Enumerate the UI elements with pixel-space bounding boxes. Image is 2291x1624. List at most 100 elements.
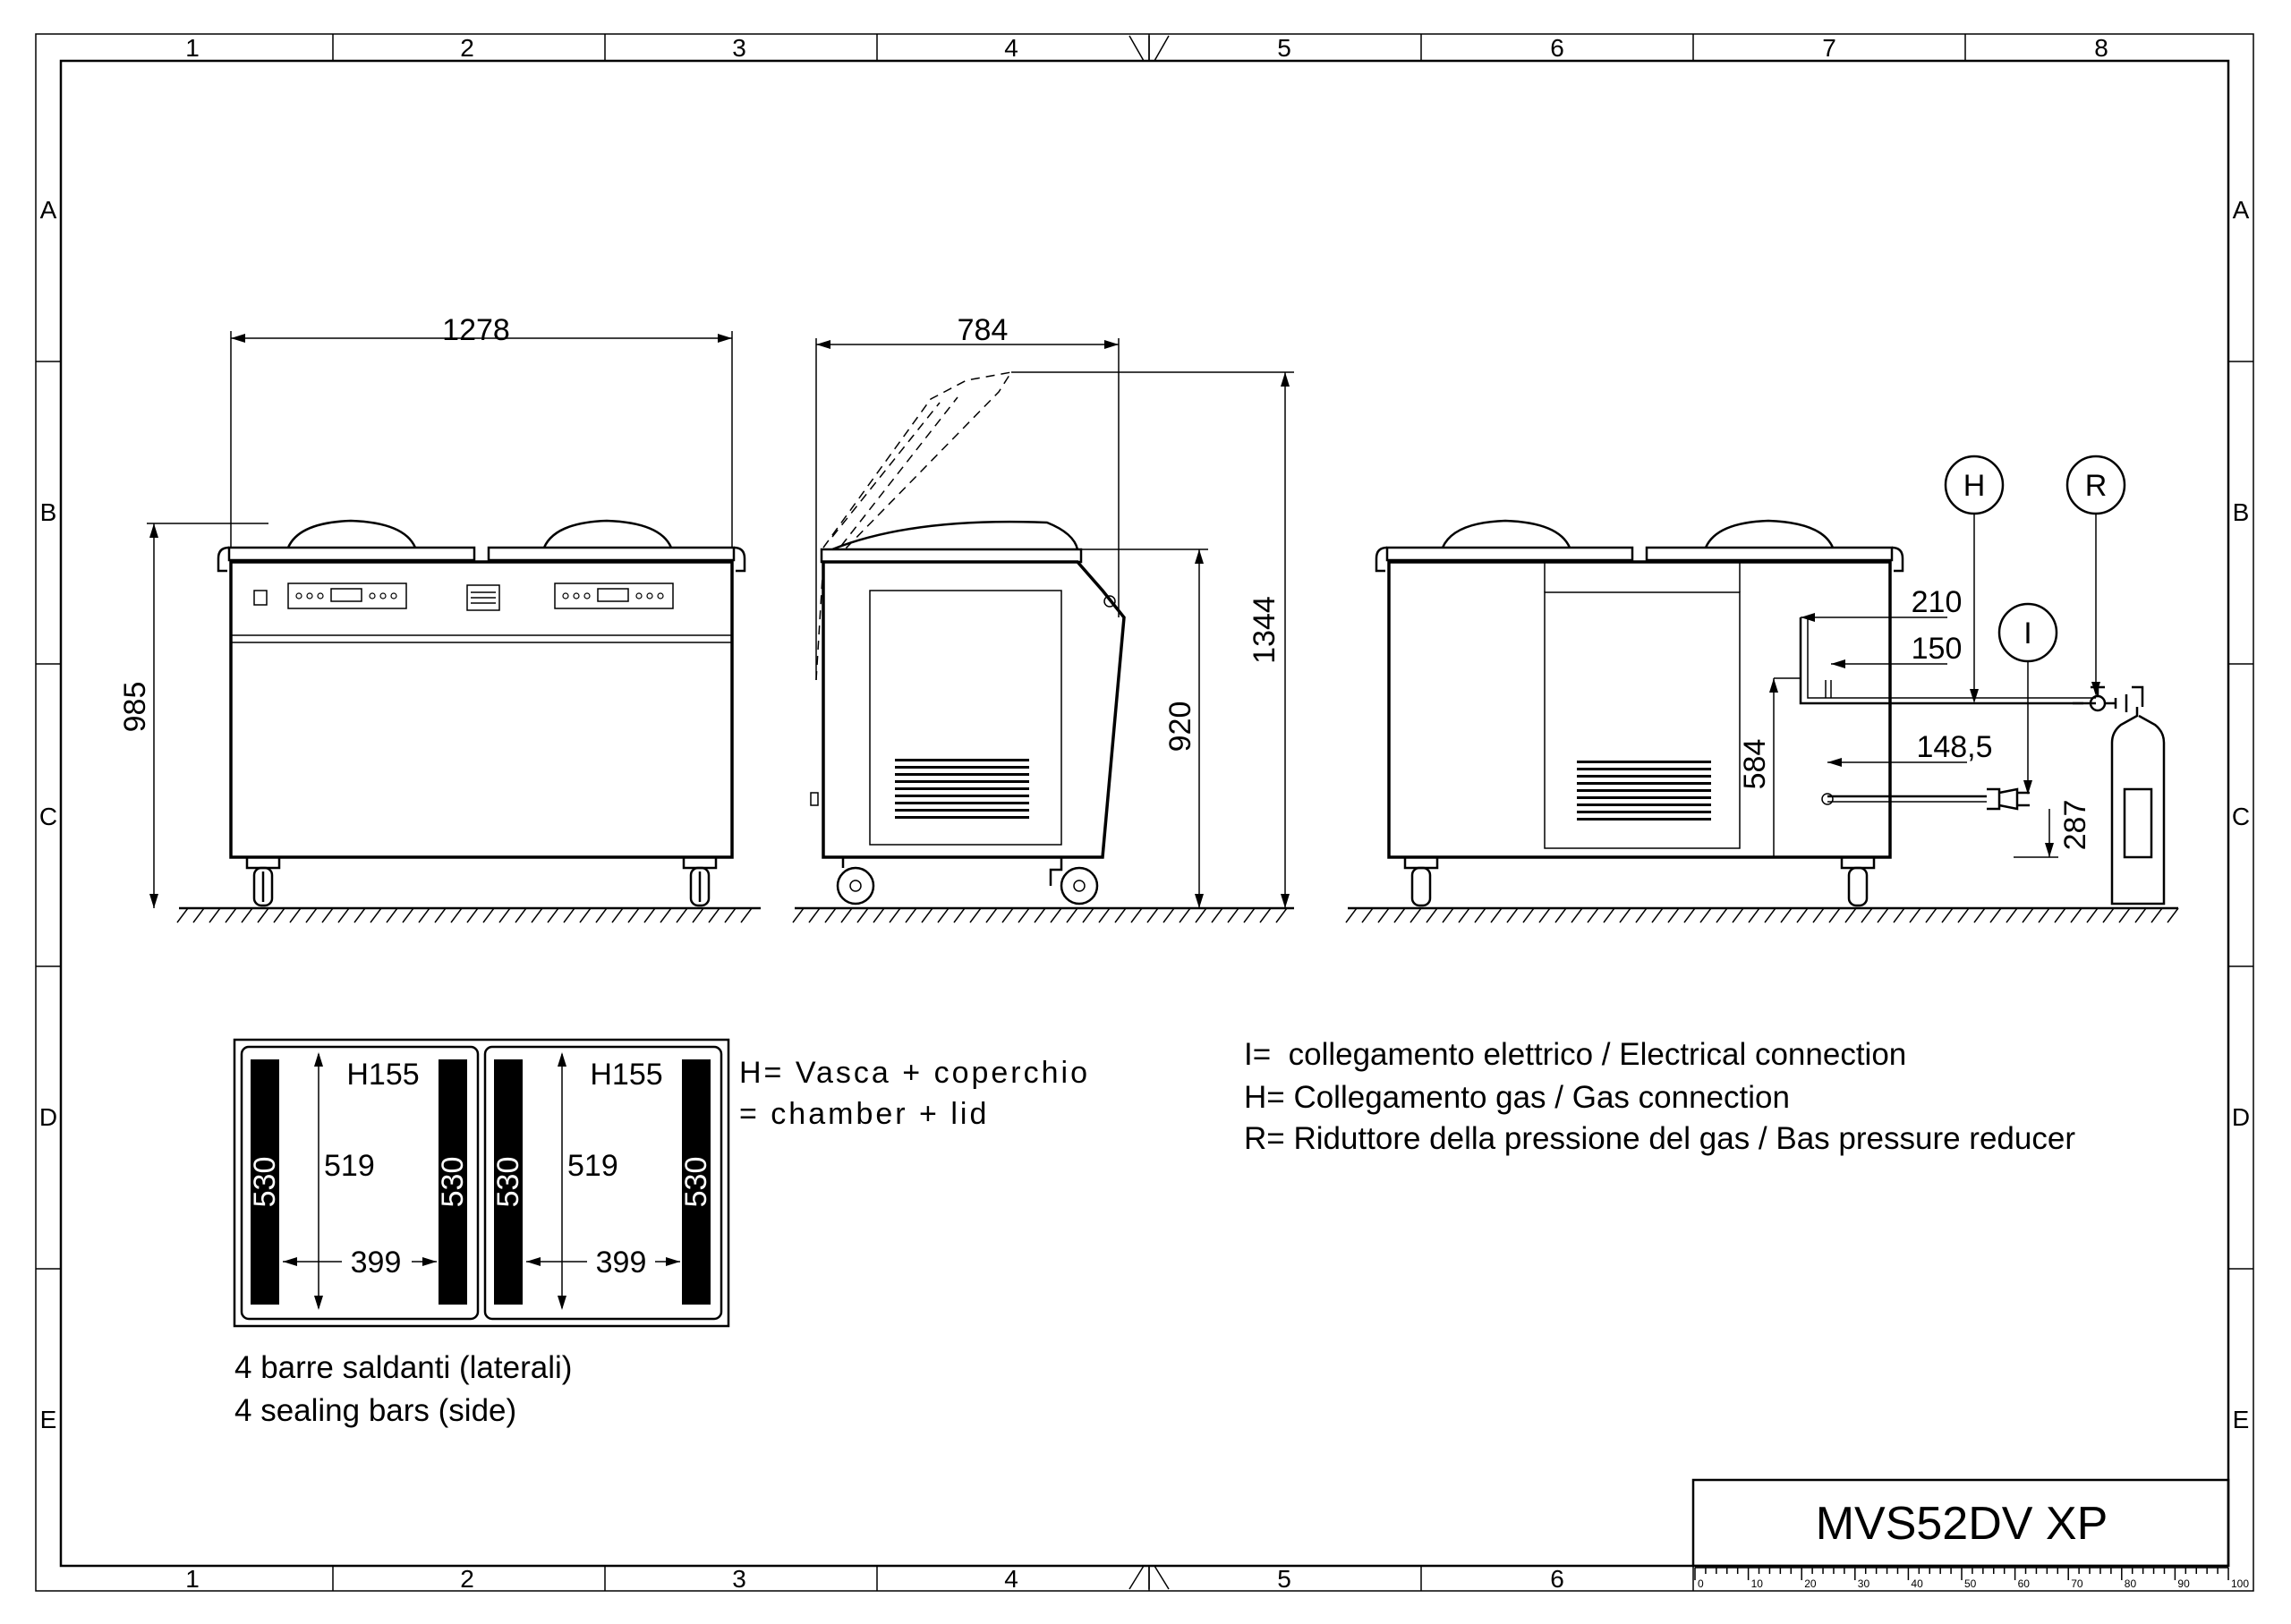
- rear-view: H R I 210 150 148,5 584: [1345, 455, 2179, 923]
- scale-label: 40: [1911, 1577, 1923, 1590]
- scale-label: 90: [2177, 1577, 2190, 1590]
- scale-label: 60: [2018, 1577, 2031, 1590]
- column-label-8: 8: [2094, 34, 2108, 62]
- dimension-side-lid-open-height: 1344: [1248, 596, 1282, 664]
- dimension-front-width: 1278: [442, 313, 510, 347]
- dimension-front-height: 985: [118, 682, 152, 733]
- chamber-width-label: 399: [596, 1246, 647, 1280]
- sealing-bar-length: 530: [679, 1157, 713, 1208]
- column-label-2-bottom: 2: [460, 1565, 474, 1593]
- side-floor-hatch: [792, 907, 1288, 923]
- column-label-6: 6: [1550, 34, 1564, 62]
- sealing-bars-caption-it: 4 barre saldanti (laterali): [234, 1350, 572, 1385]
- scale-label: 100: [2231, 1577, 2249, 1590]
- power-switch-icon: [253, 590, 268, 606]
- callout-h: H: [1944, 455, 2005, 703]
- row-label-d: D: [39, 1103, 57, 1131]
- dimension-rear-r-offset: 150: [1912, 632, 1963, 666]
- chamber-diagram: 530 530 H155 519 399 530 530 H155 519: [233, 1038, 730, 1328]
- gas-pipe: [1799, 617, 2096, 705]
- row-label-d-right: D: [2232, 1103, 2250, 1131]
- column-label-1: 1: [185, 34, 200, 62]
- chamber-length-label: 519: [567, 1149, 618, 1183]
- column-label-3-bottom: 3: [732, 1565, 746, 1593]
- column-label-5-bottom: 5: [1277, 1565, 1291, 1593]
- scale-label: 70: [2071, 1577, 2083, 1590]
- sealing-bars-caption-en: 4 sealing bars (side): [234, 1393, 516, 1428]
- svg-text:I: I: [2023, 616, 2031, 650]
- rear-caster-right: [1840, 855, 1876, 907]
- sealing-bar-length: 530: [248, 1157, 282, 1208]
- front-caster-right: [682, 855, 718, 907]
- chamber-height-label: H155: [346, 1058, 419, 1092]
- column-label-7: 7: [1822, 34, 1836, 62]
- left-chamber: 530 530 H155 519 399: [248, 1052, 470, 1310]
- scale-label: 20: [1804, 1577, 1817, 1590]
- sealing-bar: [682, 1059, 711, 1305]
- dimension-side-table-height: 920: [1163, 701, 1197, 752]
- row-label-e: E: [40, 1406, 57, 1433]
- chamber-note-line1: H= Vasca + coperchio: [739, 1056, 1090, 1090]
- column-label-3: 3: [732, 34, 746, 62]
- model-name: MVS52DV XP: [1816, 1498, 2108, 1550]
- side-wheel-right: [1060, 866, 1099, 906]
- drawing-frame: [35, 33, 2254, 1592]
- dimension-side-depth: 784: [958, 313, 1009, 347]
- chamber-height-label: H155: [590, 1058, 662, 1092]
- column-label-2: 2: [460, 34, 474, 62]
- rear-floor-hatch: [1345, 907, 2179, 923]
- side-wheel-left: [836, 866, 875, 906]
- chamber-note-line2: = chamber + lid: [739, 1097, 989, 1131]
- right-chamber: 530 530 H155 519 399: [491, 1052, 713, 1310]
- front-vent-grille: [466, 584, 500, 611]
- svg-text:R: R: [2085, 469, 2108, 503]
- svg-text:H: H: [1963, 469, 1986, 503]
- front-caster-left: [245, 855, 281, 907]
- row-label-b: B: [40, 498, 57, 526]
- left-control-panel: [287, 582, 407, 609]
- sealing-bar: [251, 1059, 279, 1305]
- row-label-a-right: A: [2233, 196, 2250, 224]
- row-label-e-right: E: [2233, 1406, 2250, 1433]
- chamber-length-label: 519: [324, 1149, 375, 1183]
- sealing-bar-length: 530: [436, 1157, 470, 1208]
- front-view: 1278 985: [118, 313, 761, 923]
- scale-label: 50: [1964, 1577, 1977, 1590]
- column-label-4-bottom: 4: [1004, 1565, 1018, 1593]
- rear-caster-left: [1403, 855, 1439, 907]
- callout-i: I: [1997, 602, 2058, 795]
- dimension-rear-i-offset: 148,5: [1916, 730, 1992, 764]
- side-access-panel: [869, 590, 1062, 846]
- side-view: 784 920 1344: [792, 313, 1294, 923]
- side-vent-grille: [895, 759, 1029, 819]
- scale-label: 0: [1698, 1577, 1704, 1590]
- column-label-6-bottom: 6: [1550, 1565, 1564, 1593]
- column-label-1-bottom: 1: [185, 1565, 200, 1593]
- right-control-panel: [554, 582, 674, 609]
- gas-regulator-icon: [2073, 685, 2128, 712]
- column-label-4: 4: [1004, 34, 1018, 62]
- row-label-c-right: C: [2232, 803, 2250, 830]
- electric-plug-icon: [1987, 787, 2030, 811]
- sealing-bar: [494, 1059, 523, 1305]
- row-label-a: A: [40, 196, 57, 224]
- sealing-bar: [439, 1059, 467, 1305]
- centering-mark-top: [1128, 35, 1170, 62]
- front-floor-hatch: [176, 907, 753, 923]
- gas-cylinder-icon: [2110, 685, 2166, 906]
- chamber-width-label: 399: [351, 1246, 402, 1280]
- legend-regulator: R= Riduttore della pressione del gas / B…: [1244, 1121, 2075, 1156]
- row-label-b-right: B: [2233, 498, 2250, 526]
- row-label-c: C: [39, 803, 57, 830]
- dimension-rear-plug-height: 287: [2058, 800, 2092, 851]
- sealing-bar-length: 530: [491, 1157, 525, 1208]
- callout-r: R: [2065, 455, 2126, 696]
- column-label-5: 5: [1277, 34, 1291, 62]
- scale-label: 80: [2125, 1577, 2137, 1590]
- rear-access-panel: [1544, 591, 1741, 849]
- centering-mark-bottom: [1128, 1565, 1170, 1590]
- rear-vent-grille: [1577, 761, 1711, 821]
